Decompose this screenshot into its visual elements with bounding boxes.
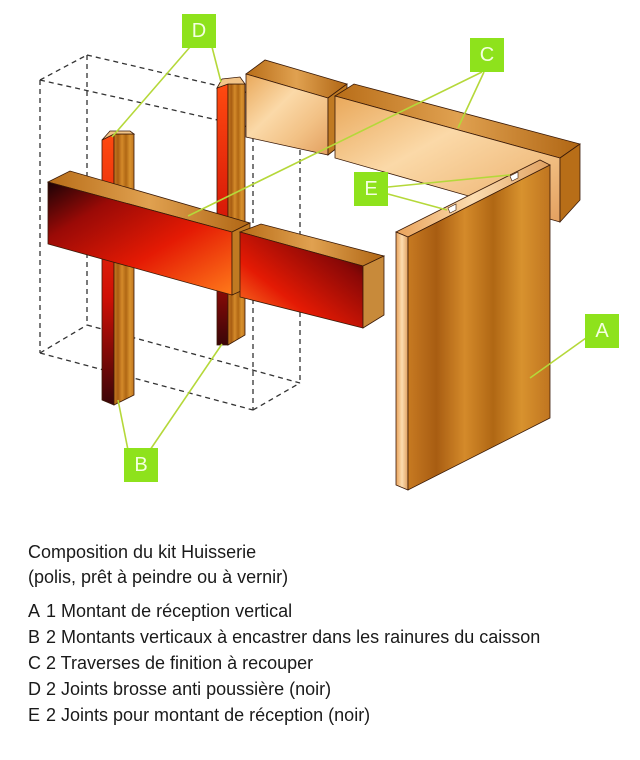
- callout-b: B: [124, 448, 158, 482]
- post-b-right: [216, 76, 246, 346]
- diagram-illustration: [39, 46, 587, 491]
- legend-subtitle: (polis, prêt à peindre ou à vernir): [28, 567, 289, 587]
- legend-title: Composition du kit Huisserie: [28, 542, 257, 562]
- legend-text: 2 Joints pour montant de réception (noir…: [46, 705, 371, 725]
- callout-e: E: [354, 172, 388, 206]
- legend-text: 2 Montants verticaux à encastrer dans le…: [46, 627, 541, 647]
- traverse-c-back: [245, 59, 348, 156]
- montant-a: [395, 159, 551, 491]
- callout-a: A: [585, 314, 619, 348]
- legend-key: C: [28, 653, 41, 673]
- legend: Composition du kit Huisserie (polis, prê…: [28, 540, 628, 728]
- legend-key: E: [28, 705, 41, 725]
- legend-key: D: [28, 679, 41, 699]
- beam-red-right: [238, 223, 386, 329]
- legend-text: 2 Traverses de finition à recouper: [46, 653, 314, 673]
- callout-c: C: [470, 38, 504, 72]
- huisserie-diagram: D C E A B: [39, 14, 619, 491]
- legend-key: A: [28, 601, 41, 621]
- leader-lines: [111, 46, 587, 451]
- legend-text: 1 Montant de réception vertical: [46, 601, 293, 621]
- legend-text: 2 Joints brosse anti poussière (noir): [46, 679, 332, 699]
- post-b-left: [101, 130, 136, 406]
- legend-key: B: [28, 627, 41, 647]
- callout-d: D: [182, 14, 216, 48]
